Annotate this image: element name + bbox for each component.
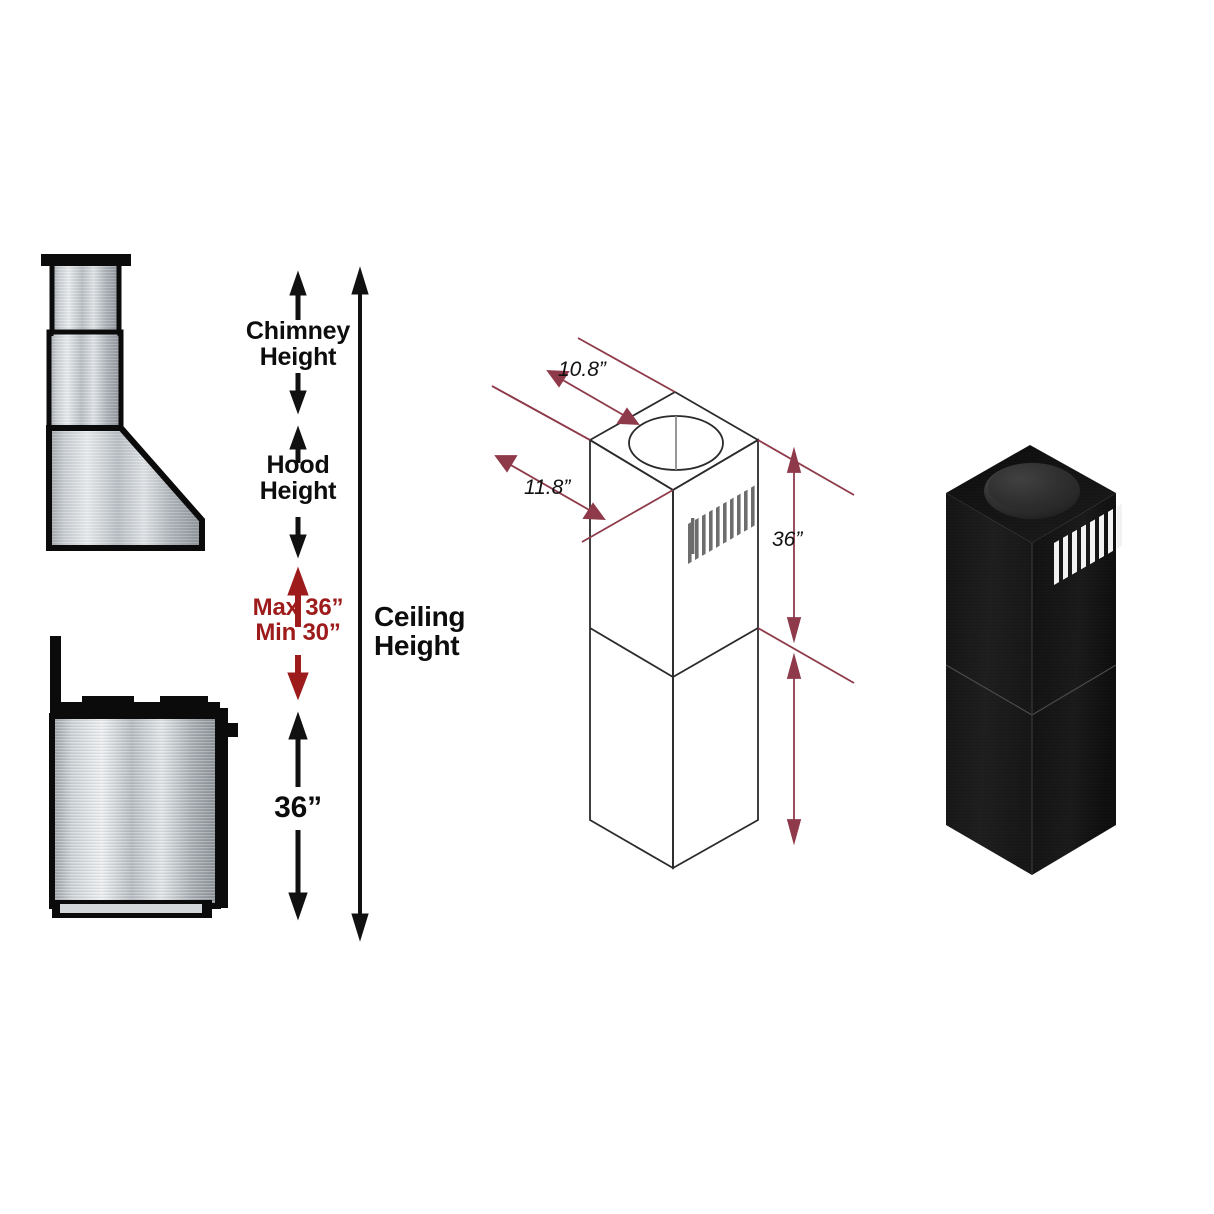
range-oven-side-profile [49,636,238,918]
chimney-top-face [588,390,760,492]
range-burner-front [82,696,134,704]
dim-label-section-height: 36” [772,528,803,551]
dim-label-top-width: 11.8” [524,476,571,499]
hood-canopy [46,425,205,551]
height-measurement-arrows [287,270,309,921]
dim-arrow-lower-section [786,652,802,846]
render-vent-slots [1054,503,1122,585]
range-side-edge [218,708,228,908]
counter-height-label: 36” [274,791,322,824]
range-burner-rear [160,696,208,704]
chimney-height-arrow-up [289,270,307,320]
counter-height-arrow-up [288,711,308,787]
range-oven-door [49,713,221,909]
render-right-face [1032,493,1116,875]
hood-top-cap [41,254,131,266]
dim-arrow-11-8 [494,455,606,520]
dim-arrow-36 [786,446,802,644]
clearance-label: Max 36” Min 30” [252,594,344,647]
range-backguard [50,636,61,712]
chimney-extension-black-stainless-render [945,445,1122,875]
range-control-knob [226,723,238,737]
hood-height-label: Hood Height [259,451,337,506]
chimney-duct-opening [628,415,724,471]
hood-chimney-section [49,259,122,337]
chimney-height-arrow-down [289,373,307,415]
chimney-right-face [672,438,759,870]
ceiling-height-label: Ceiling Height [374,601,466,662]
hood-height-arrow-up [289,425,307,463]
clearance-arrow-up [287,566,309,627]
dimension-lines [491,337,855,846]
ceiling-height-arrow [351,266,369,942]
counter-height-arrow-down [288,830,308,921]
chimney-left-face [589,438,674,870]
dim-label-top-depth: 10.8” [558,358,606,381]
dim-arrow-10-8 [546,370,640,425]
chimney-section-seam [589,627,759,679]
chimney-extension-isometric-outline [491,337,855,870]
chimney-height-label: Chimney Height [245,317,351,372]
chimney-vent-slot-group [688,485,755,564]
chimney-vent-slots [691,518,695,554]
render-duct-opening [984,463,1080,519]
range-hood-side-profile [41,254,205,551]
clearance-arrow-down [287,655,309,701]
render-left-face [946,493,1032,875]
hood-body-section [46,329,124,432]
hood-height-arrow-down [289,517,307,559]
